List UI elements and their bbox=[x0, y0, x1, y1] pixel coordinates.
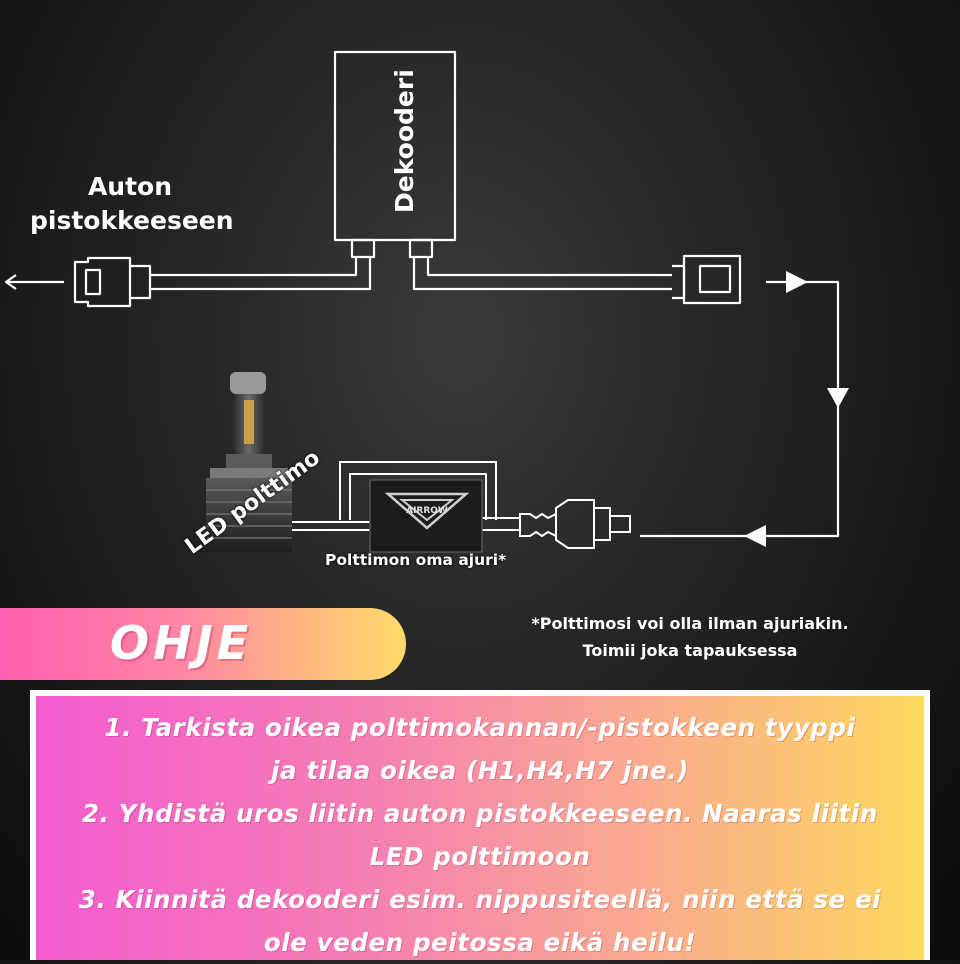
car-connector bbox=[73, 256, 152, 308]
female-connector bbox=[672, 254, 742, 305]
instruction-line-3: 2. Yhdistä uros liitin auton pistokkeese… bbox=[82, 799, 878, 828]
arrow-down-icon bbox=[827, 388, 849, 408]
led-bulb bbox=[206, 372, 292, 552]
driver-note-line1: *Polttimosi voi olla ilman ajuriakin. bbox=[531, 614, 849, 633]
instruction-line-2: ja tilaa oikea (H1,H4,H7 jne.) bbox=[271, 756, 689, 785]
decoder-label: Dekooderi bbox=[390, 69, 419, 213]
driver-brand: AIRROW bbox=[406, 506, 448, 516]
driver-note-line2: Toimii joka tapauksessa bbox=[582, 641, 798, 660]
arrow-left-icon bbox=[744, 525, 766, 547]
arrow-right-icon bbox=[786, 271, 808, 293]
bulb-driver-label: Polttimon oma ajuri* bbox=[325, 551, 507, 569]
ohje-banner: OHJE bbox=[0, 608, 406, 680]
instruction-line-5: 3. Kiinnitä dekooderi esim. nippusiteell… bbox=[78, 885, 882, 914]
bulb-driver-box: AIRROW bbox=[369, 479, 483, 553]
instruction-line-4: LED polttimoon bbox=[369, 842, 591, 871]
driver-wire-frame bbox=[339, 461, 497, 520]
wire-bulb-to-driver bbox=[292, 521, 372, 531]
ohje-title: OHJE bbox=[110, 616, 253, 670]
instructions-box: 1. Tarkista oikea polttimokannan/-pistok… bbox=[30, 690, 930, 960]
decoder-box bbox=[333, 50, 457, 259]
instruction-line-1: 1. Tarkista oikea polttimokannan/-pistok… bbox=[104, 713, 856, 742]
wire-car-to-decoder bbox=[150, 257, 372, 291]
car-connector-label-line1: Auton bbox=[87, 172, 173, 201]
wire-decoder-to-socket bbox=[412, 257, 672, 291]
return-path bbox=[640, 280, 840, 538]
instruction-line-6: ole veden peitossa eikä heilu! bbox=[263, 928, 697, 957]
male-plug bbox=[519, 499, 631, 549]
car-connector-label-line2: pistokkeeseen bbox=[30, 206, 234, 235]
left-arrow-icon bbox=[4, 274, 64, 290]
wire-driver-to-plug bbox=[478, 517, 520, 531]
car-connector-label: Auton pistokkeeseen bbox=[30, 170, 234, 238]
driver-note: *Polttimosi voi olla ilman ajuriakin. To… bbox=[500, 610, 880, 664]
